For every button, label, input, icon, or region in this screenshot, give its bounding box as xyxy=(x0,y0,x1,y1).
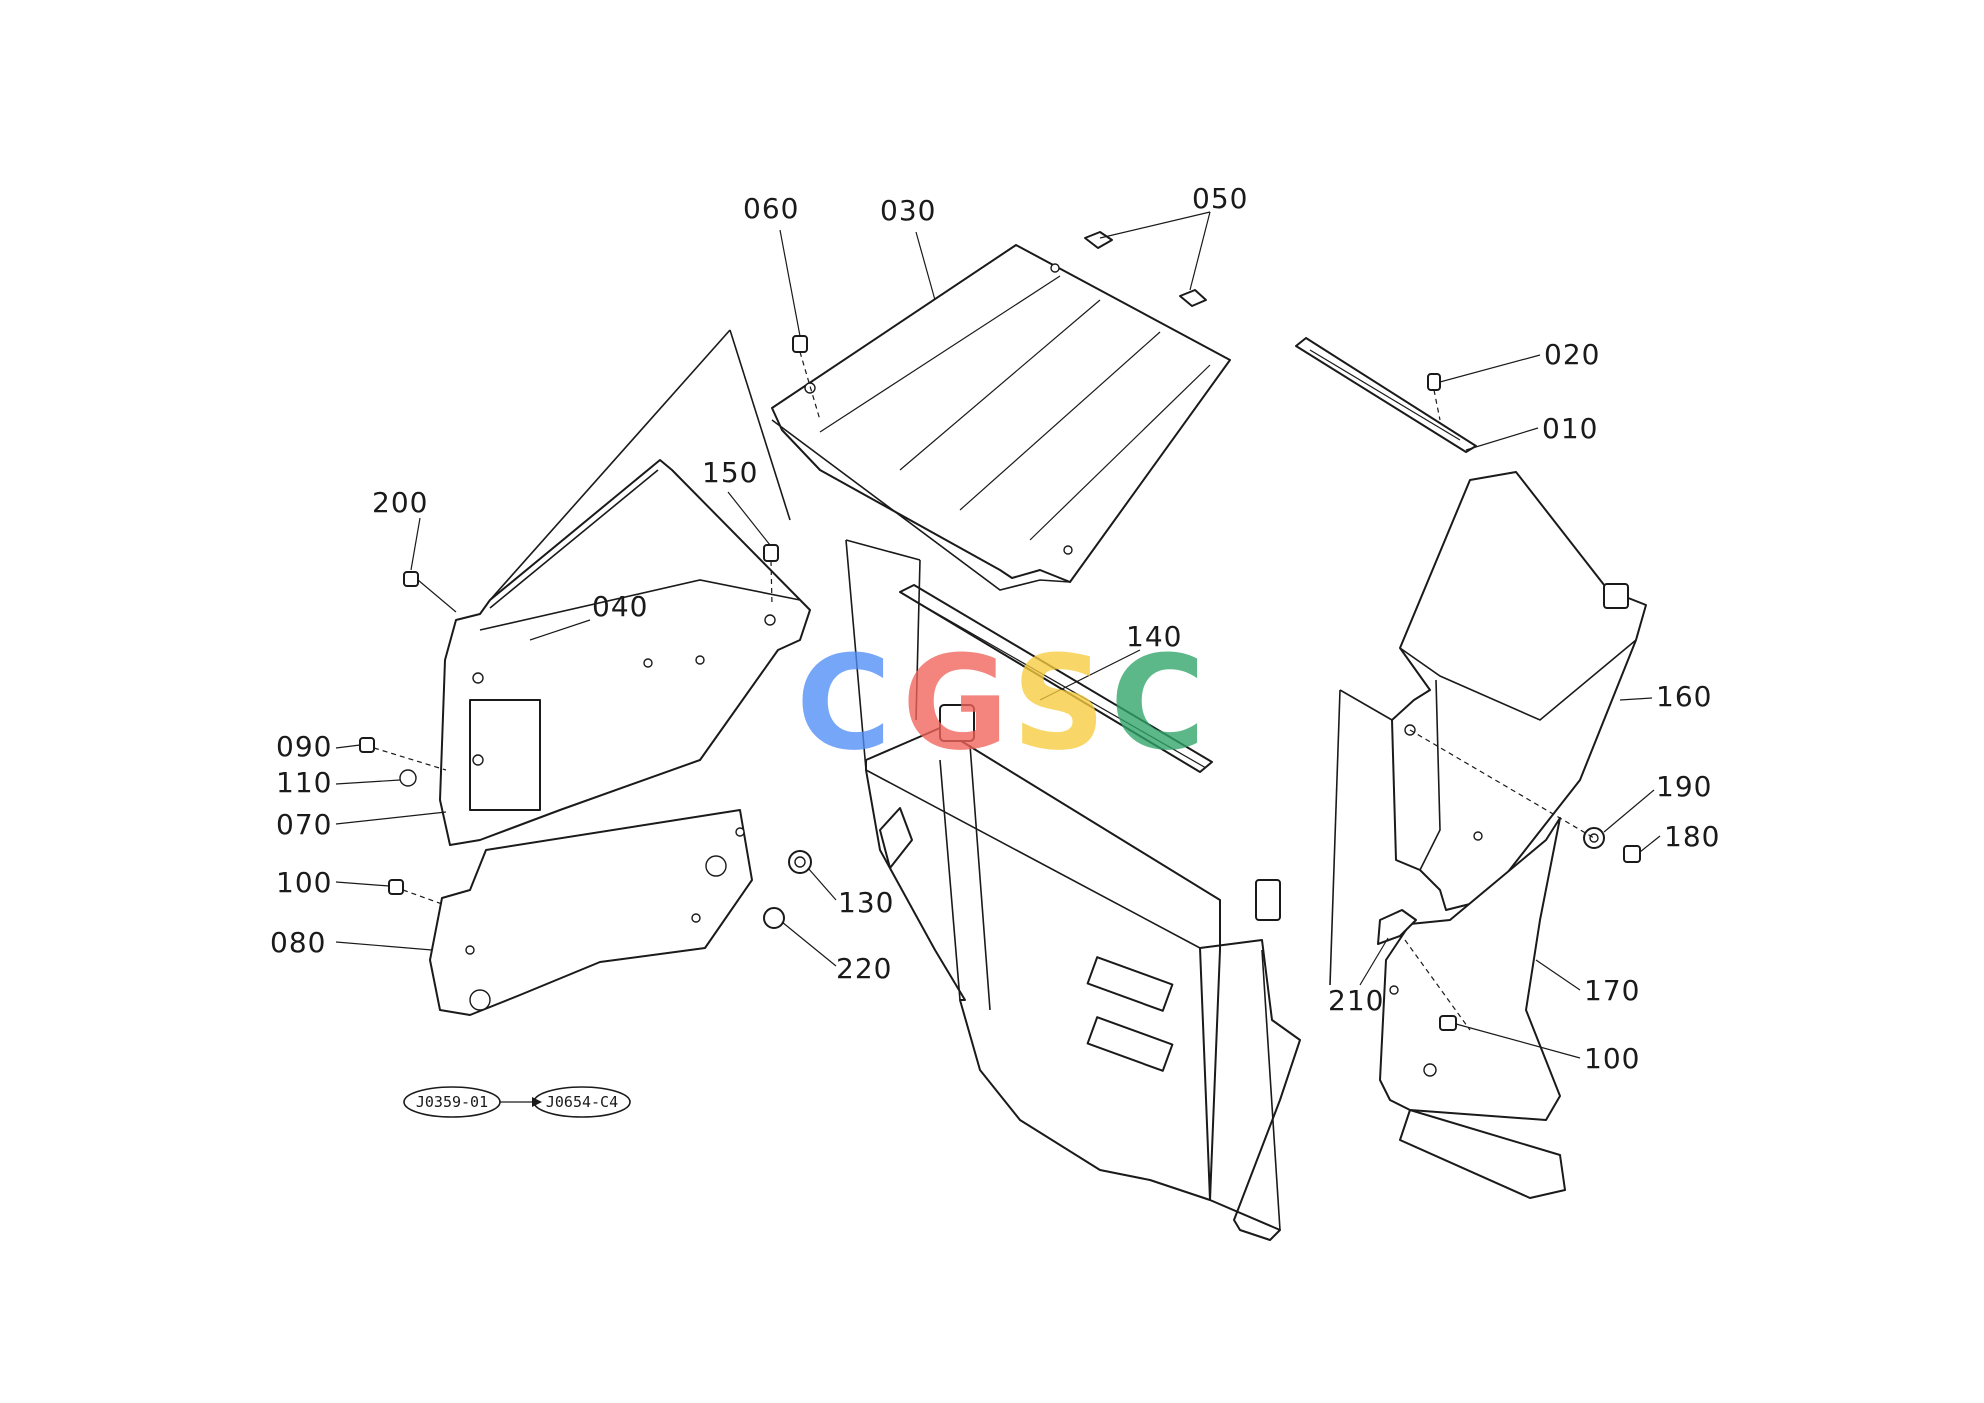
left-panel-070 xyxy=(439,329,811,846)
ref-oval-to xyxy=(533,1086,631,1118)
part-label-210: 210 xyxy=(1328,984,1384,1017)
part-label-140: 140 xyxy=(1126,620,1182,653)
watermark-letter-s: S xyxy=(1012,627,1106,779)
clip-050 xyxy=(1084,231,1207,307)
top-cover-030 xyxy=(771,244,1231,591)
ref-code-from: J0359-01 xyxy=(416,1093,488,1111)
left-lower-panel-080 xyxy=(429,809,753,1016)
cushion-210 xyxy=(1377,909,1417,945)
bolt-100-right xyxy=(1439,1015,1457,1031)
watermark-letter-g: G xyxy=(902,627,1009,779)
part-label-180: 180 xyxy=(1664,820,1720,853)
part-label-100-left: 100 xyxy=(276,866,332,899)
right-panel-160 xyxy=(1329,471,1647,986)
watermark-letter-c1: C xyxy=(796,627,891,779)
bolt-150 xyxy=(763,544,779,606)
part-label-220: 220 xyxy=(836,952,892,985)
leader-lines xyxy=(335,211,1661,1059)
part-label-160: 160 xyxy=(1656,680,1712,713)
part-label-040: 040 xyxy=(592,590,648,623)
part-label-080: 080 xyxy=(270,926,326,959)
ref-code-to: J0654-C4 xyxy=(546,1093,618,1111)
bolt-100-left xyxy=(388,879,443,905)
part-label-190: 190 xyxy=(1656,770,1712,803)
part-label-200: 200 xyxy=(372,486,428,519)
bar-140 xyxy=(899,584,1213,773)
part-label-170: 170 xyxy=(1584,974,1640,1007)
center-frame xyxy=(845,539,1301,1241)
reference-codes: J0359-01 J0654-C4 xyxy=(403,1086,631,1118)
part-label-010: 010 xyxy=(1542,412,1598,445)
watermark-letter-c2: C xyxy=(1110,627,1205,779)
watermark-logo: C G S C xyxy=(796,627,1205,779)
part-label-050: 050 xyxy=(1192,182,1248,215)
bolt-090 xyxy=(359,737,447,787)
washer-190 xyxy=(1409,729,1641,863)
right-lower-panel-170 xyxy=(1379,817,1566,1199)
part-label-020: 020 xyxy=(1544,338,1600,371)
bolt-200 xyxy=(403,571,457,613)
part-label-150: 150 xyxy=(702,456,758,489)
part-label-110: 110 xyxy=(276,766,332,799)
part-label-030: 030 xyxy=(880,194,936,227)
grommet-220 xyxy=(763,907,785,929)
stay-010 xyxy=(1295,337,1477,453)
part-label-090: 090 xyxy=(276,730,332,763)
part-labels: 060 030 050 020 010 200 150 040 140 160 … xyxy=(270,182,1720,1075)
part-label-070: 070 xyxy=(276,808,332,841)
part-label-100-right: 100 xyxy=(1584,1042,1640,1075)
grommet-130 xyxy=(788,850,812,874)
part-label-060: 060 xyxy=(743,192,799,225)
part-label-130: 130 xyxy=(838,886,894,919)
